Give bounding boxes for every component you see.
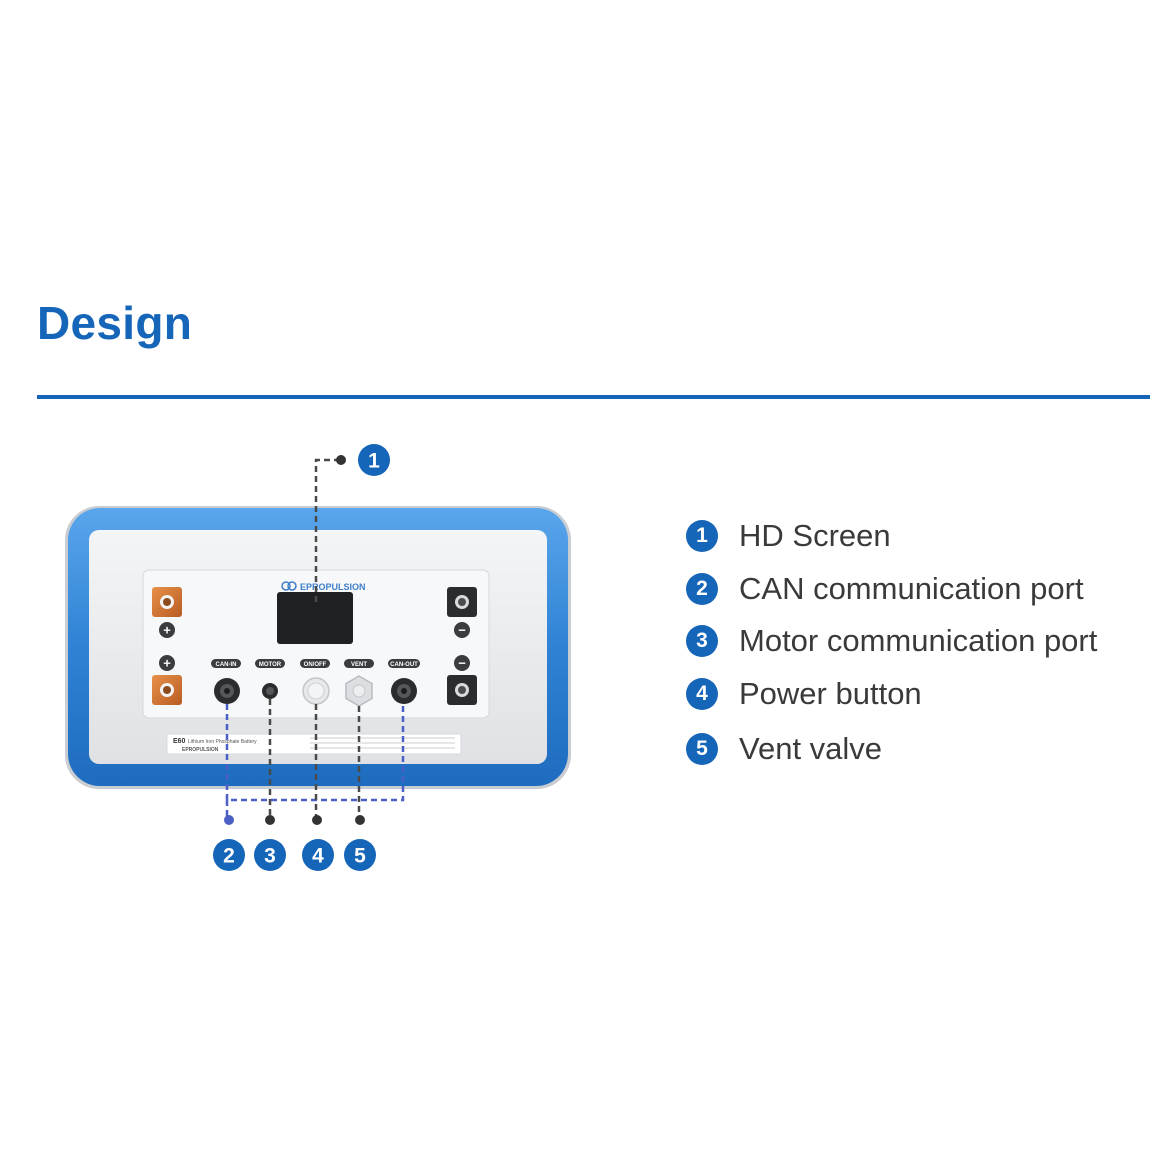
power-button: [302, 677, 330, 705]
port-label-vent: VENT: [344, 659, 374, 668]
legend-badge-4: 4: [686, 678, 718, 710]
negative-terminal-top: [447, 587, 477, 617]
legend-badge-2: 2: [686, 573, 718, 605]
callout-badge-2: 2: [213, 839, 245, 871]
model-description: Lithium Iron Phosphate Battery: [188, 739, 257, 745]
callout-badge-1: 1: [358, 444, 390, 476]
minus-sign-top: −: [454, 622, 470, 638]
model-name: E60: [173, 738, 186, 745]
callout-4-dot: [312, 815, 322, 825]
legend-label-power-button: Power button: [739, 676, 922, 711]
svg-text:−: −: [458, 656, 466, 671]
brand-logo-text: EPROPULSION: [300, 582, 366, 592]
negative-terminal-bottom: [447, 675, 477, 705]
callout-badge-3: 3: [254, 839, 286, 871]
svg-text:+: +: [163, 623, 171, 638]
plus-sign-top: +: [159, 622, 175, 638]
svg-text:CAN-IN: CAN-IN: [216, 662, 237, 668]
minus-sign-bottom: −: [454, 655, 470, 671]
control-panel: EPROPULSION + + −: [142, 569, 490, 719]
hd-screen: [277, 592, 353, 644]
bottom-leaders: [225, 699, 405, 818]
svg-text:MOTOR: MOTOR: [259, 662, 282, 668]
page-title: Design: [37, 297, 193, 349]
callout-2-dot: [224, 815, 234, 825]
svg-text:+: +: [163, 656, 171, 671]
port-label-can-out: CAN-OUT: [388, 659, 420, 668]
can-in-port: [214, 678, 240, 704]
legend-label-vent-valve: Vent valve: [739, 731, 883, 766]
positive-terminal-top: [152, 587, 182, 617]
svg-text:VENT: VENT: [351, 662, 367, 668]
callout-5-dot: [355, 815, 365, 825]
legend-badge-3: 3: [686, 625, 718, 657]
svg-text:2: 2: [223, 845, 235, 868]
legend-item-power-button: 4 Power button: [686, 676, 922, 712]
port-label-on-off: ON/OFF: [300, 659, 330, 668]
legend-label-motor-port: Motor communication port: [739, 623, 1098, 658]
port-label-can-in: CAN-IN: [211, 659, 241, 668]
svg-text:CAN-OUT: CAN-OUT: [390, 662, 418, 668]
legend-label-can-port: CAN communication port: [739, 571, 1084, 606]
svg-text:3: 3: [264, 845, 276, 868]
svg-text:5: 5: [354, 845, 366, 868]
brand-logo: EPROPULSION: [281, 581, 366, 592]
legend-item-motor-port: 3 Motor communication port: [686, 623, 1097, 659]
vent-valve: [345, 675, 373, 707]
legend-label-hd-screen: HD Screen: [739, 518, 891, 553]
can-out-port: [391, 678, 417, 704]
svg-text:4: 4: [312, 845, 324, 868]
svg-text:1: 1: [368, 450, 380, 473]
callout-3-dot: [265, 815, 275, 825]
positive-terminal-bottom: [152, 675, 182, 705]
port-label-motor: MOTOR: [255, 659, 285, 668]
motor-port: [262, 683, 278, 699]
plus-sign-bottom: +: [159, 655, 175, 671]
callout-1-dot: [336, 455, 346, 465]
nameplate-brand: EPROPULSION: [182, 747, 219, 753]
legend-item-hd-screen: 1 HD Screen: [686, 518, 891, 554]
callout-1-leader: [314, 458, 340, 602]
callout-badge-4: 4: [302, 839, 334, 871]
svg-text:ON/OFF: ON/OFF: [304, 662, 327, 668]
nameplate: E60 Lithium Iron Phosphate Battery EPROP…: [166, 733, 462, 755]
legend-badge-5: 5: [686, 733, 718, 765]
legend-item-vent-valve: 5 Vent valve: [686, 731, 882, 767]
callout-badge-5: 5: [344, 839, 376, 871]
legend-item-can-port: 2 CAN communication port: [686, 571, 1084, 607]
title-divider: [37, 395, 1150, 399]
legend-badge-1: 1: [686, 520, 718, 552]
svg-text:−: −: [458, 623, 466, 638]
